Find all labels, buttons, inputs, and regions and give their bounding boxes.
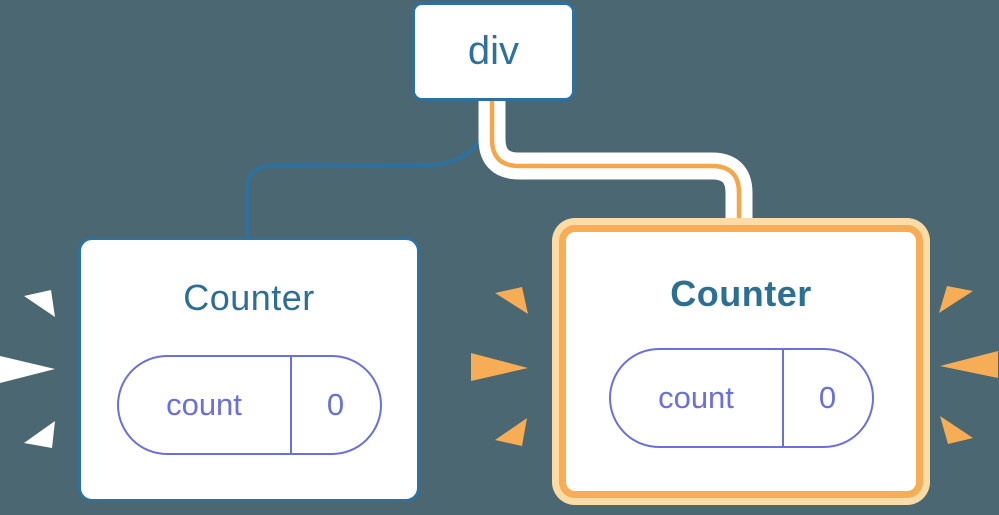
orange-burst-rays-icon	[939, 286, 998, 444]
state-pill: count 0	[608, 348, 874, 448]
orange-burst-rays-icon	[471, 287, 528, 446]
tree-node-div: div	[412, 2, 575, 101]
counter-card-right-title: Counter	[670, 273, 812, 314]
state-name: count	[119, 357, 292, 453]
tree-node-div-label: div	[467, 29, 520, 73]
sparkle-ray-icon	[940, 351, 998, 378]
white-burst-rays-icon	[0, 290, 55, 448]
state-pill: count 0	[116, 355, 382, 455]
edge-parent-to-left-counter	[245, 99, 493, 242]
sparkle-ray-icon	[940, 416, 973, 444]
sparkle-ray-icon	[471, 353, 528, 381]
counter-card-left-title: Counter	[183, 277, 315, 318]
state-name: count	[611, 350, 784, 446]
sparkle-ray-icon	[0, 356, 55, 383]
state-value: 0	[326, 387, 345, 422]
counter-card-right-highlighted: Counter count 0	[559, 225, 923, 498]
sparkle-ray-icon	[24, 290, 55, 317]
counter-card-left: Counter count 0	[78, 237, 420, 502]
sparkle-ray-icon	[495, 418, 527, 446]
sparkle-ray-icon	[24, 421, 55, 448]
sparkle-ray-icon	[495, 287, 528, 314]
sparkle-ray-icon	[939, 286, 973, 313]
state-value: 0	[818, 380, 837, 415]
edge-parent-to-right-counter-core	[489, 99, 742, 232]
